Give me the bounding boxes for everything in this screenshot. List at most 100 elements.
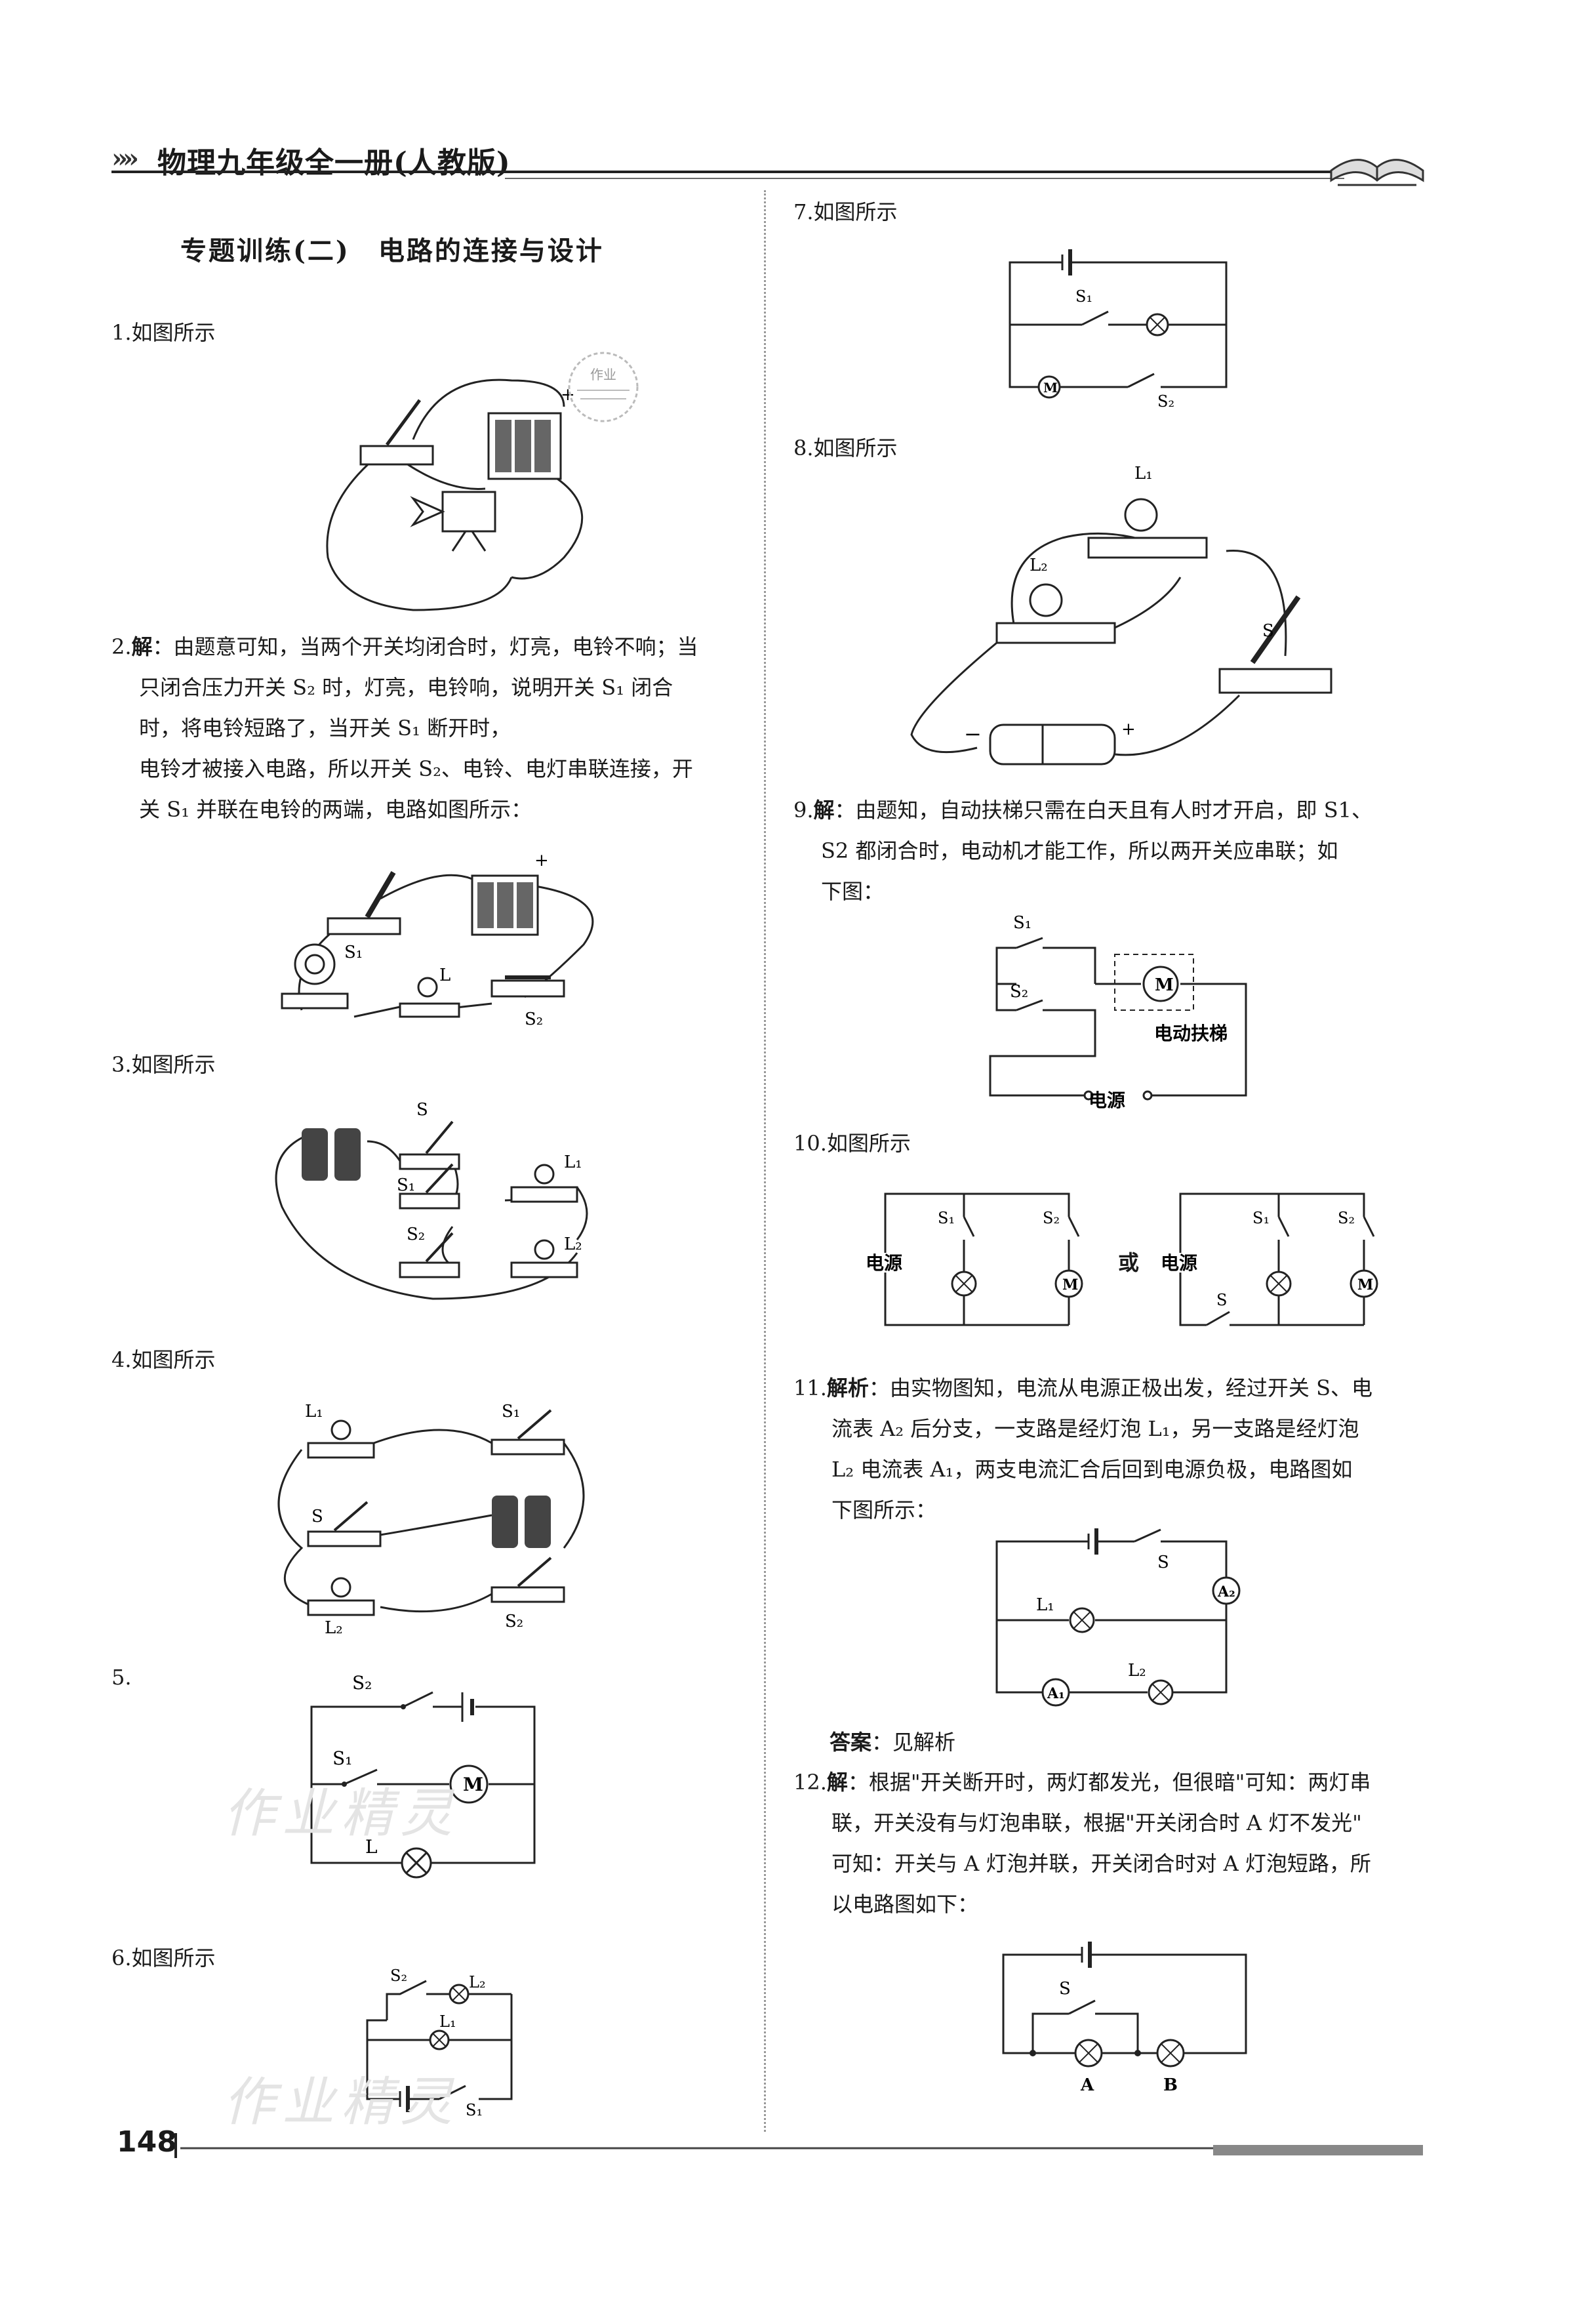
q9-line-1: 9.解：由题知，自动扶梯只需在白天且有人时才开启，即 S1、 (793, 798, 1373, 823)
q3-s2-label: S₂ (407, 1225, 425, 1244)
q2-line-3: 时，将电铃短路了，当开关 S₁ 断开时， (139, 716, 511, 741)
q8-plus: + (1121, 720, 1136, 739)
q11-line-3: L₂ 电流表 A₁，两支电流汇合后回到电源负极，电路图如 (831, 1457, 1353, 1482)
q2-l-label: L (439, 966, 450, 985)
q4-l1-label: L₁ (305, 1402, 323, 1421)
q11-l2-label: L₂ (1128, 1661, 1146, 1681)
q10a-s2-label: S₂ (1043, 1209, 1060, 1227)
q10-label: 10.如图所示 (793, 1131, 911, 1156)
q4-s-label: S (311, 1507, 323, 1526)
q12-line-4: 以电路图如下： (831, 1892, 979, 1917)
q10-circuit-schematic-a: M 电源 S₁ S₂ (866, 1193, 1083, 1326)
q2-line-4: 电铃才被接入电路，所以开关 S₂、电铃、电灯串联连接，开 (139, 756, 693, 781)
q10b-s-label: S (1216, 1291, 1227, 1309)
q2-plus: + (534, 851, 549, 870)
q4-s1-label: S₁ (502, 1402, 520, 1421)
q3-l1-label: L₁ (564, 1152, 582, 1172)
q6-s2-label: S₂ (390, 1967, 407, 1985)
q8-minus: − (964, 722, 982, 746)
q9-s1-label: S₁ (1013, 913, 1031, 933)
page-number: 148 (117, 2125, 177, 2159)
q11-answer: 答案：见解析 (830, 1730, 956, 1755)
q9-escalator-label: 电动扶梯 (1154, 1023, 1228, 1044)
q11-a2-label: A₂ (1217, 1583, 1235, 1600)
q8-s-label: S (1262, 621, 1274, 641)
q7-s2-label: S₂ (1157, 392, 1174, 411)
q4-l2-label: L₂ (325, 1618, 343, 1638)
q3-s1-label: S₁ (397, 1175, 415, 1195)
watermark-1: 作业精灵 (223, 1783, 459, 1844)
q8-l2-label: L₂ (1030, 556, 1048, 575)
q4-label: 4.如图所示 (111, 1347, 216, 1372)
q10-circuit-schematic-b: M 电源 S₁ S₂ S (1161, 1193, 1378, 1326)
q9-circuit-schematic: M S₁ S₂ 电动扶梯 电源 (989, 913, 1247, 1111)
q6-label: 6.如图所示 (111, 1946, 216, 1970)
column-divider (764, 190, 766, 2132)
q9-power-label: 电源 (1089, 1090, 1125, 1111)
q10b-s2-label: S₂ (1338, 1209, 1355, 1227)
q8-l1-label: L₁ (1134, 464, 1153, 483)
q9-motor-label: M (1155, 975, 1174, 995)
q3-label: 3.如图所示 (111, 1052, 216, 1077)
q2-circuit-figure: + S₁ L S₂ (281, 851, 594, 1029)
watermark-2: 作业精灵 (223, 2071, 459, 2132)
q2-line-5: 关 S₁ 并联在电铃的两端，电路如图所示： (139, 797, 532, 822)
q5-s2-label: S₂ (352, 1672, 372, 1694)
q7-s1-label: S₁ (1075, 287, 1092, 306)
q7-motor-label: M (1043, 380, 1058, 396)
q10a-power-label: 电源 (866, 1252, 902, 1274)
q8-circuit-figure: L₁ L₂ S − + (910, 464, 1332, 765)
q8-label: 8.如图所示 (793, 436, 898, 460)
q2-line-1: 2.解：由题意可知，当两个开关均闭合时，灯亮，电铃不响；当 (111, 634, 698, 659)
q2-s1-label: S₁ (344, 943, 363, 962)
q9-line-2: S2 都闭合时，电动机才能工作，所以两开关应串联；如 (821, 838, 1338, 863)
q9-paragraph: 9.解：由题知，自动扶梯只需在白天且有人时才开启，即 S1、 S2 都闭合时，电… (793, 790, 1423, 912)
stamp-icon: 作业 (568, 352, 639, 422)
q4-circuit-figure: L₁ S₁ S L₂ S₂ (277, 1402, 585, 1638)
q10-or: 或 (1118, 1250, 1140, 1275)
q10a-s1-label: S₁ (938, 1209, 955, 1227)
q11-l1-label: L₁ (1036, 1595, 1054, 1615)
q12-s-label: S (1059, 1979, 1071, 1999)
q5-s1-label: S₁ (332, 1747, 352, 1769)
q5-motor-label: M (463, 1774, 483, 1795)
q5-circuit-schematic: M S₂ S₁ L (310, 1672, 536, 1879)
q10b-power-label: 电源 (1161, 1252, 1197, 1274)
q11-s-label: S (1157, 1553, 1169, 1572)
q7-label: 7.如图所示 (793, 199, 898, 224)
q10a-motor-label: M (1062, 1276, 1078, 1294)
q1-circuit-figure: + (326, 378, 584, 611)
q7-circuit-schematic: M S₁ S₂ (1009, 249, 1228, 411)
stamp-text: 作业 (590, 367, 616, 382)
q11-line-1: 11.解析：由实物图知，电流从电源正极出发，经过开关 S、电 (793, 1376, 1373, 1400)
header-title: 物理九年级全一册(人教版) (157, 146, 511, 180)
q3-s-label: S (416, 1100, 428, 1120)
q12-paragraph: 12.解：根据"开关断开时，两灯都发光，但很暗"可知：两灯串 联，开关没有与灯泡… (793, 1762, 1423, 1925)
q10b-motor-label: M (1357, 1276, 1373, 1294)
q2-paragraph: 2.解：由题意可知，当两个开关均闭合时，灯亮，电铃不响；当 只闭合压力开关 S₂… (111, 626, 741, 830)
q11-line-4: 下图所示： (831, 1498, 937, 1522)
header-rule (111, 171, 1344, 179)
q11-circuit-schematic: A₂ A₁ S L₁ L₂ (995, 1528, 1241, 1707)
q1-label: 1.如图所示 (111, 320, 216, 345)
q2-line-2: 只闭合压力开关 S₂ 时，灯亮，电铃响，说明开关 S₁ 闭合 (139, 675, 673, 700)
q5-label: 5. (111, 1665, 132, 1690)
q6-circuit-schematic: S₂ L₂ L₁ S₁ (366, 1967, 513, 2119)
q9-line-3: 下图： (821, 879, 885, 904)
q6-l2-label: L₂ (469, 1973, 486, 1991)
section-title: 专题训练(二) 电路的连接与设计 (180, 235, 604, 266)
q6-s1-label: S₁ (466, 2101, 483, 2119)
q9-s2-label: S₂ (1010, 982, 1028, 1002)
q2-s2-label: S₂ (525, 1009, 543, 1029)
q4-s2-label: S₂ (505, 1612, 523, 1631)
q5-l-label: L (365, 1836, 378, 1858)
q11-paragraph: 11.解析：由实物图知，电流从电源正极出发，经过开关 S、电 流表 A₂ 后分支… (793, 1368, 1423, 1530)
q12-line-3: 可知：开关与 A 灯泡并联，开关闭合时对 A 灯泡短路，所 (831, 1851, 1371, 1876)
q12-line-2: 联，开关没有与灯泡串联，根据"开关闭合时 A 灯不发光" (831, 1810, 1362, 1835)
book-icon (1330, 159, 1424, 186)
q11-a1-label: A₁ (1047, 1685, 1065, 1702)
q12-circuit-schematic: S A B (1002, 1942, 1247, 2095)
q12-b-label: B (1163, 2075, 1178, 2095)
q3-circuit-figure: S S₁ S₂ L₁ L₂ (275, 1100, 588, 1300)
q6-l1-label: L₁ (439, 2012, 456, 2031)
